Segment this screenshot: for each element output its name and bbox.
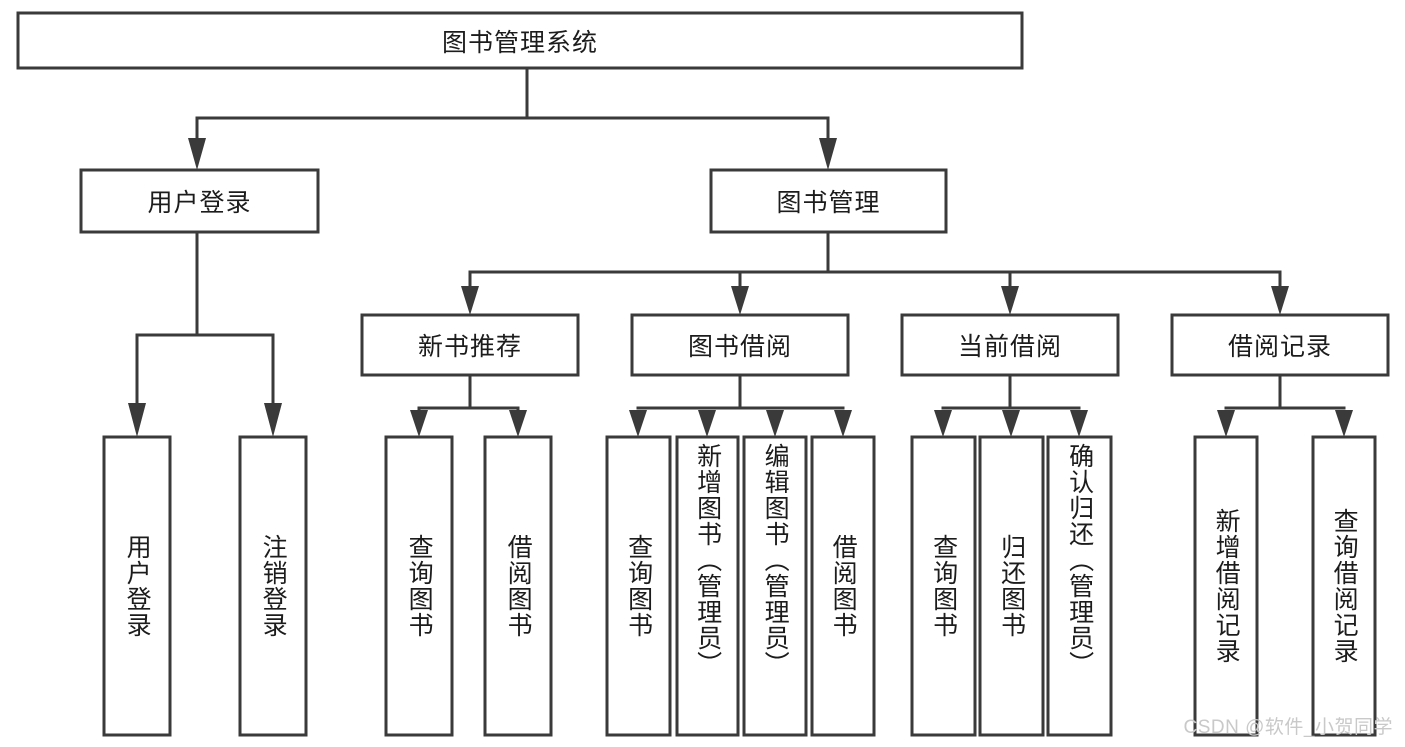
connector-group-current-borrow xyxy=(934,373,1088,437)
arrow-head-leaf-query-borrow-record xyxy=(1335,410,1353,437)
arrow-head-borrow-record xyxy=(1271,286,1289,315)
arrow-head-leaf-confirm-return-admin xyxy=(1070,410,1088,437)
node-box-leaf-query-book-recommend[interactable] xyxy=(384,435,454,737)
node-box-leaf-edit-book-admin[interactable] xyxy=(742,435,808,737)
node-box-book-borrow[interactable] xyxy=(630,313,850,377)
connector-group-book-borrow xyxy=(629,373,852,437)
node-box-leaf-query-book-borrow[interactable] xyxy=(605,435,672,737)
node-box-leaf-add-borrow-record[interactable] xyxy=(1193,435,1259,737)
arrow-head-book-management xyxy=(819,138,837,170)
node-box-leaf-return-book[interactable] xyxy=(978,435,1045,737)
arrow-head-leaf-add-book-admin xyxy=(698,410,716,437)
node-box-book-management[interactable] xyxy=(709,168,948,234)
arrow-head-book-borrow xyxy=(731,286,749,315)
connector-group-new-book-recommend xyxy=(410,373,527,437)
node-box-leaf-query-book-current[interactable] xyxy=(910,435,977,737)
arrow-head-leaf-user-login xyxy=(128,403,146,437)
node-box-leaf-add-book-admin[interactable] xyxy=(675,435,740,737)
arrow-head-user-login xyxy=(188,138,206,170)
arrow-head-current-borrow xyxy=(1001,286,1019,315)
arrow-head-leaf-return-book xyxy=(1002,410,1020,437)
connector-group-root xyxy=(188,66,837,170)
arrow-head-leaf-borrow-book xyxy=(834,410,852,437)
node-box-root[interactable] xyxy=(16,11,1024,70)
arrow-head-leaf-query-book-borrow xyxy=(629,410,647,437)
node-box-leaf-borrow-book-recommend[interactable] xyxy=(483,435,553,737)
watermark-text: CSDN @软件_小贺同学 xyxy=(1183,717,1393,738)
node-box-borrow-record[interactable] xyxy=(1170,313,1390,377)
arrow-head-leaf-add-borrow-record xyxy=(1217,410,1235,437)
arrow-head-leaf-query-book-recommend xyxy=(410,410,428,437)
connector-group-borrow-record xyxy=(1217,373,1353,437)
node-box-current-borrow[interactable] xyxy=(900,313,1120,377)
node-box-user-login[interactable] xyxy=(79,168,320,234)
arrow-head-leaf-query-book-current xyxy=(934,410,952,437)
arrow-head-new-book-recommend xyxy=(461,286,479,315)
node-box-leaf-confirm-return-admin[interactable] xyxy=(1046,435,1113,737)
arrow-head-leaf-borrow-book-recommend xyxy=(509,410,527,437)
arrow-head-leaf-edit-book-admin xyxy=(766,410,784,437)
connector-group-book-management xyxy=(461,230,1289,315)
node-box-leaf-user-login[interactable] xyxy=(102,435,172,737)
node-box-leaf-query-borrow-record[interactable] xyxy=(1311,435,1377,737)
node-box-new-book-recommend[interactable] xyxy=(360,313,580,377)
arrow-head-leaf-logout-login xyxy=(264,403,282,437)
node-box-leaf-borrow-book[interactable] xyxy=(810,435,876,737)
connector-group-user-login xyxy=(128,230,282,437)
node-box-leaf-logout-login[interactable] xyxy=(238,435,308,737)
